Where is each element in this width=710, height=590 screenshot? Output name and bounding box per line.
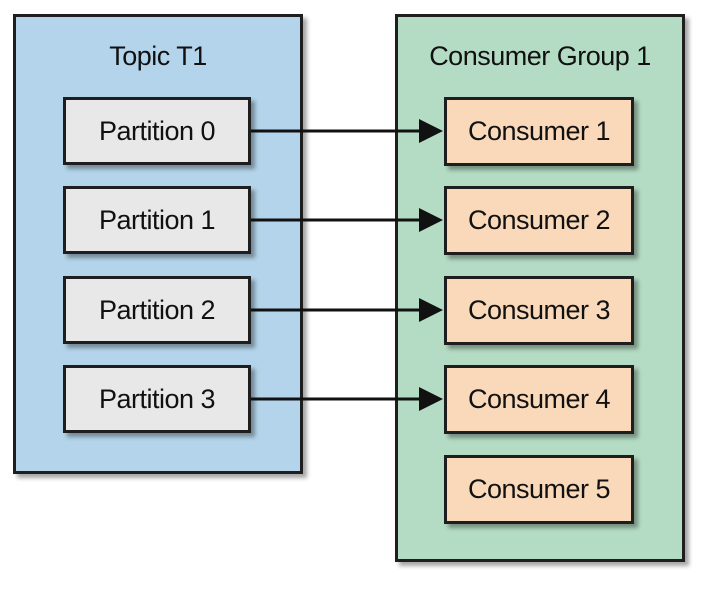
partition-3-node: Partition 3 (63, 365, 251, 433)
partition-1-node: Partition 1 (63, 186, 251, 254)
consumer-2-node: Consumer 2 (444, 186, 634, 255)
partition-2-node: Partition 2 (63, 276, 251, 344)
topic-title: Topic T1 (109, 41, 207, 71)
consumer-4-node: Consumer 4 (444, 365, 634, 434)
consumer-1-node: Consumer 1 (444, 97, 634, 166)
consumer-5-node: Consumer 5 (444, 455, 634, 524)
partition-0-node: Partition 0 (63, 97, 251, 165)
consumer-group-title: Consumer Group 1 (429, 41, 651, 71)
consumer-3-node: Consumer 3 (444, 276, 634, 345)
